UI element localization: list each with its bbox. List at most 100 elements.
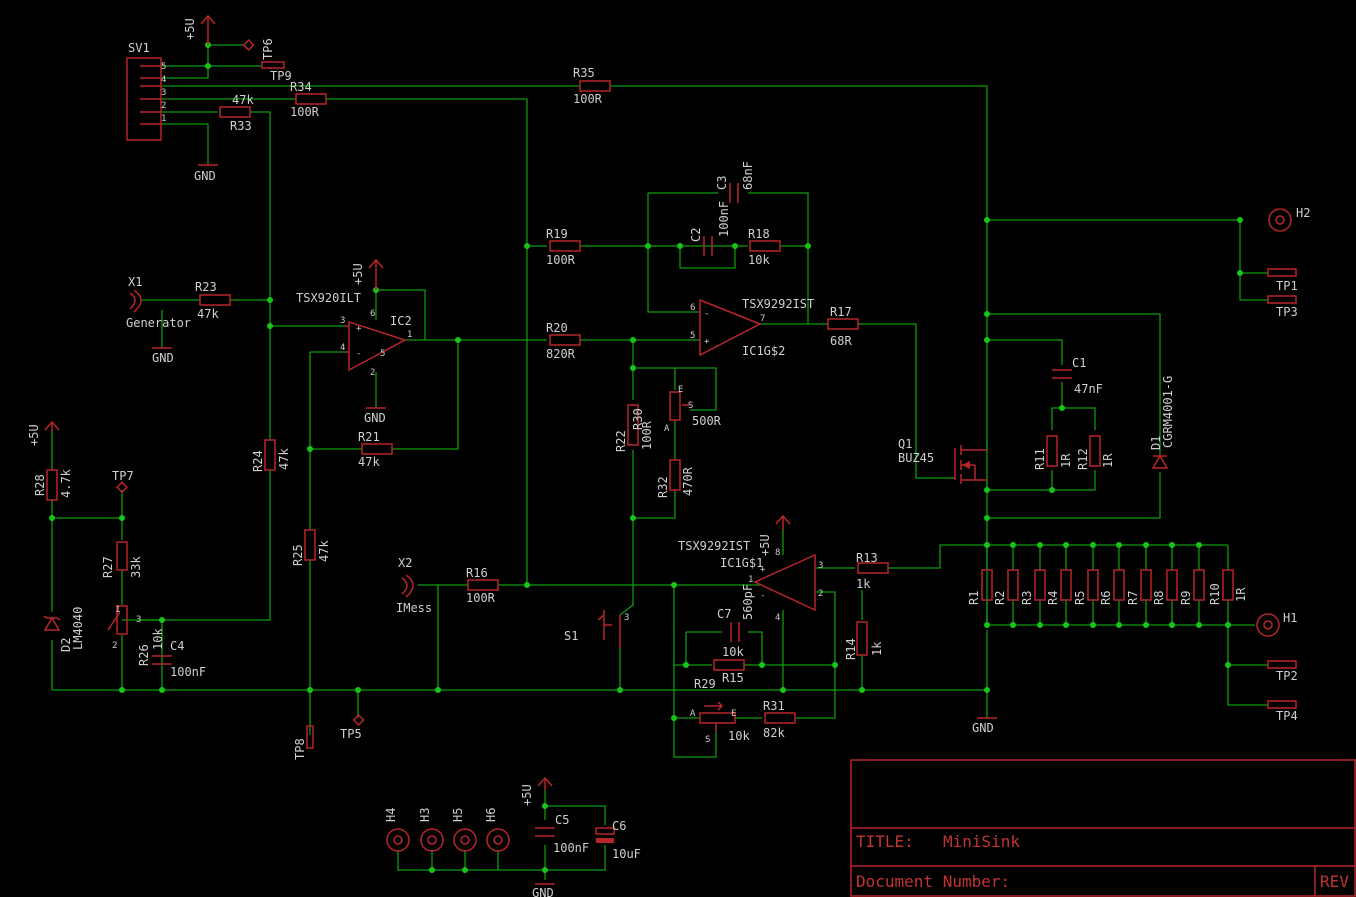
- d2-label: D2: [59, 638, 73, 652]
- gnd-label-2: GND: [152, 351, 174, 365]
- r14-value: 1k: [870, 641, 884, 656]
- r28-value: 4.7k: [59, 468, 73, 498]
- ic1a-part: TSX9292IST: [678, 539, 750, 553]
- r17-label: R17: [830, 305, 852, 319]
- c2-value: 100nF: [717, 201, 731, 237]
- c6-label: C6: [612, 819, 626, 833]
- load-resistor-r6: [1113, 569, 1125, 601]
- tp2-label: TP2: [1276, 669, 1298, 683]
- gnd-label-5: GND: [532, 886, 554, 897]
- r29-pin-a: A: [690, 709, 696, 719]
- c2-label: C2: [689, 228, 703, 242]
- h6-label: H6: [484, 808, 498, 822]
- s1-label: S1: [564, 629, 578, 643]
- r28-label: R28: [33, 474, 47, 496]
- c5-label: C5: [555, 813, 569, 827]
- sv1-pin-1: 1: [161, 114, 166, 124]
- load-resistor-r7: [1140, 569, 1152, 601]
- ic1b-pin5: 5: [690, 331, 695, 341]
- sv1-pin-4: 4: [161, 75, 166, 85]
- c4-value: 100nF: [170, 665, 206, 679]
- r33-label: R33: [230, 119, 252, 133]
- vcc-label-1: +5U: [183, 18, 197, 40]
- opamp-ic1a: + - 3 2 1 8 4 TSX9292IST IC1G$1: [678, 539, 823, 623]
- r26-pin-1: 1: [115, 605, 120, 615]
- load-resistor-value: 1R: [1234, 587, 1248, 602]
- load-resistor-r10: [1222, 569, 1234, 601]
- r24-label: R24: [251, 450, 265, 472]
- r32-value: 470R: [681, 466, 695, 496]
- vcc-label-4: +5U: [758, 534, 772, 556]
- input-x2: X2 IMess: [396, 556, 432, 615]
- r30-pin-a: A: [664, 424, 670, 434]
- load-resistor-label-r5: R5: [1073, 591, 1087, 605]
- load-resistor-label-r8: R8: [1152, 591, 1166, 605]
- load-resistor-r8: [1166, 569, 1178, 601]
- r20-value: 820R: [546, 347, 576, 361]
- c5-value: 100nF: [553, 841, 589, 855]
- h4-label: H4: [384, 808, 398, 822]
- load-resistor-r1: [981, 569, 993, 601]
- ic1b-name: IC1G$2: [742, 344, 785, 358]
- ic1a-pin4: 4: [775, 613, 780, 623]
- connector-sv1: SV1 5 4 3 2 1: [126, 41, 166, 141]
- ic1a-pin2: 2: [818, 589, 823, 599]
- c3-label: C3: [715, 176, 729, 190]
- r16-value: 100R: [466, 591, 496, 605]
- ic2-part: TSX920ILT: [296, 291, 361, 305]
- load-resistor-label-r2: R2: [993, 591, 1007, 605]
- tp9-label: TP9: [270, 69, 292, 83]
- ic2-pin2: 2: [370, 368, 375, 378]
- r35-value: 100R: [573, 92, 603, 106]
- testpoints: TP9 TP6 TP1 TP3 TP2 TP4 TP7 TP5 TP8: [112, 38, 1298, 760]
- ic2-plus: +: [356, 324, 362, 334]
- x1-name: X1: [128, 275, 142, 289]
- r35-label: R35: [573, 66, 595, 80]
- input-x1: X1 Generator: [126, 275, 191, 330]
- c6-value: 10uF: [612, 847, 641, 861]
- tp7-label: TP7: [112, 469, 134, 483]
- wires: [51, 44, 1268, 880]
- r31-value: 82k: [763, 726, 785, 740]
- x2-name: X2: [398, 556, 412, 570]
- r29-pin-s: S: [705, 735, 710, 745]
- rev-label: REV: [1320, 872, 1349, 891]
- ic2-pin4: 4: [340, 343, 345, 353]
- r21-label: R21: [358, 430, 380, 444]
- r30-label: R30: [631, 408, 645, 430]
- ic2-minus: -: [356, 349, 361, 359]
- r33-value: 47k: [232, 93, 254, 107]
- r15-value: 10k: [722, 645, 744, 659]
- resistors-vertical: R24 47k R25 47k R22 100R R30 500R E S A …: [33, 385, 1115, 666]
- load-resistor-label-r7: R7: [1126, 591, 1140, 605]
- opamp-ic1b: - + 6 5 7 TSX9292IST IC1G$2: [690, 297, 814, 358]
- opamp-ic2: + - 3 4 6 2 5 1 TSX920ILT IC2: [296, 291, 412, 378]
- ic1b-pin7: 7: [760, 314, 765, 324]
- r34-value: 100R: [290, 105, 320, 119]
- r26-value: 10k: [151, 628, 165, 650]
- r17-value: 68R: [830, 334, 852, 348]
- r27-label: R27: [101, 556, 115, 578]
- load-resistor-r4: [1060, 569, 1072, 601]
- ic1b-plus: +: [704, 337, 710, 347]
- r16-label: R16: [466, 566, 488, 580]
- r23-label: R23: [195, 280, 217, 294]
- tp8-label: TP8: [293, 738, 307, 760]
- r30-pin-e: E: [678, 385, 683, 395]
- docnum-label: Document Number:: [856, 872, 1010, 891]
- switch-s1: S1 3: [564, 610, 629, 648]
- gnd-label-4: GND: [972, 721, 994, 735]
- r22-value: 100R: [640, 420, 654, 450]
- r25-value: 47k: [317, 540, 331, 562]
- load-resistor-label-r10: R10: [1208, 583, 1222, 605]
- q1-value: BUZ45: [898, 451, 934, 465]
- r24-value: 47k: [277, 448, 291, 470]
- load-resistor-label-r3: R3: [1020, 591, 1034, 605]
- ic1a-pin1: 1: [748, 575, 753, 585]
- r30-pin-s: S: [688, 401, 693, 411]
- junction-dots: [49, 42, 1243, 873]
- r19-value: 100R: [546, 253, 576, 267]
- r31-label: R31: [763, 699, 785, 713]
- load-resistor-label-r4: R4: [1046, 591, 1060, 605]
